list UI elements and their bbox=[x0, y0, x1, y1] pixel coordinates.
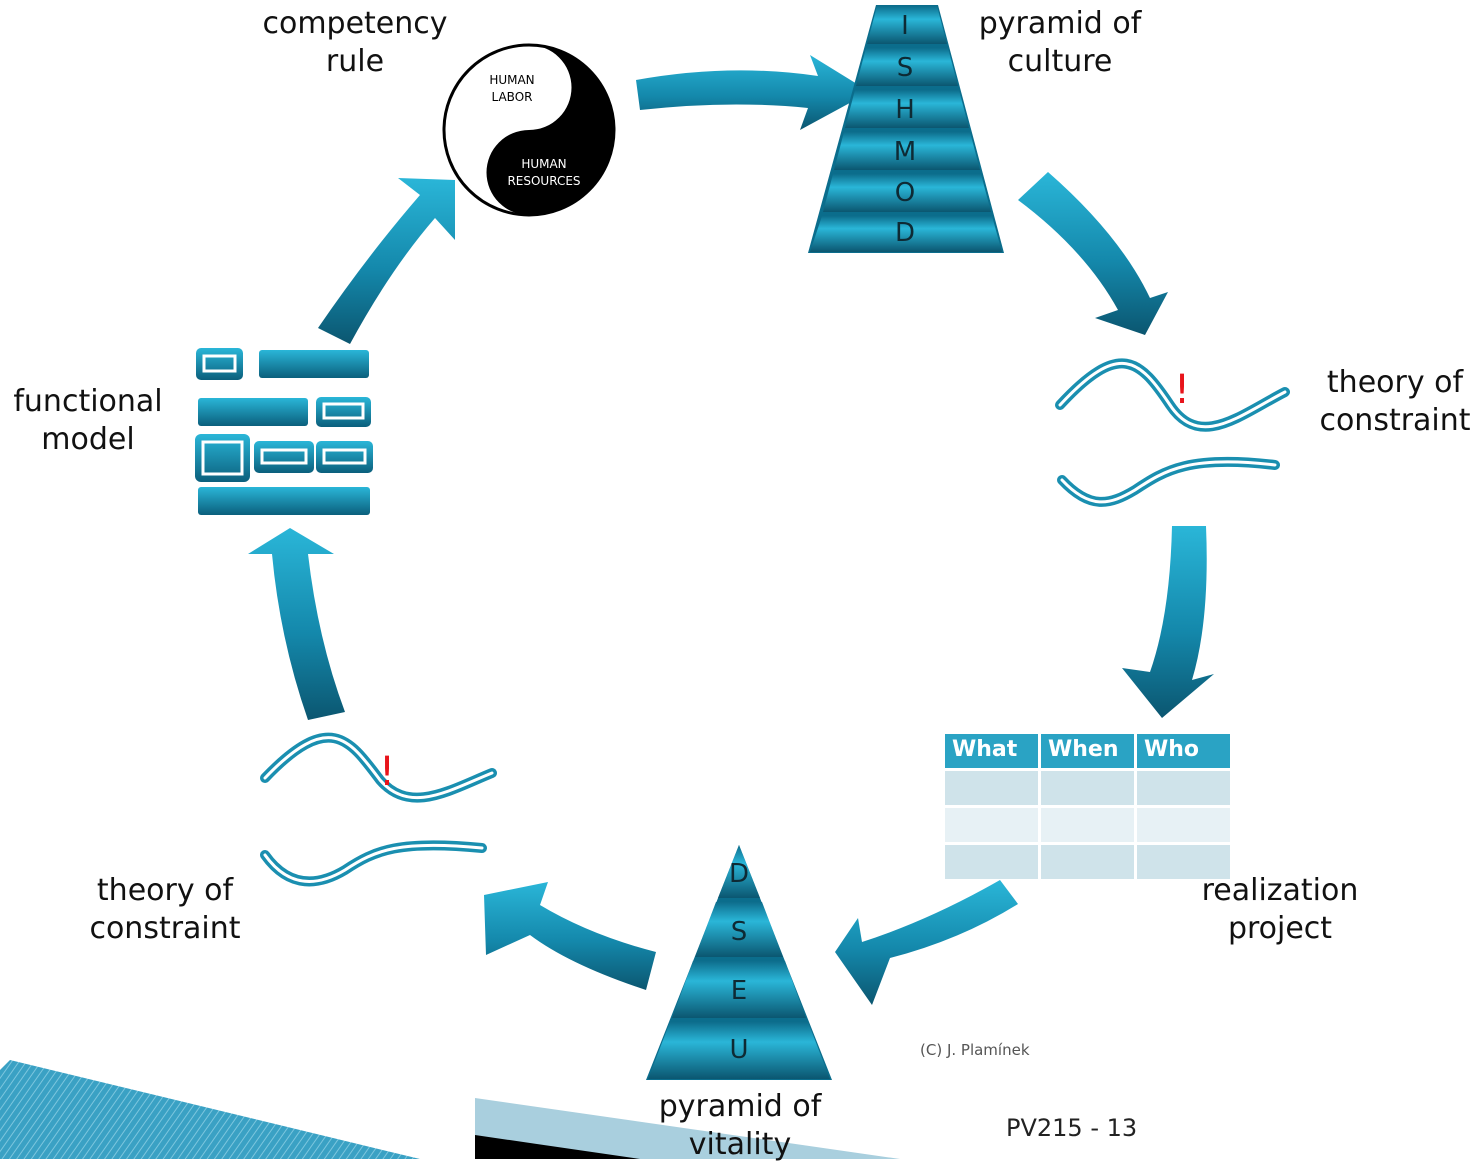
table-cell bbox=[1041, 845, 1134, 879]
table-cell bbox=[1041, 808, 1134, 842]
arrow-culture-to-constraint bbox=[1018, 172, 1168, 335]
yin-yang-top-line2: LABOR bbox=[492, 90, 533, 104]
table-cell bbox=[1137, 808, 1230, 842]
label-theory-of-constraint-left: theory of constraint bbox=[75, 872, 255, 948]
table-cell bbox=[1137, 845, 1230, 879]
label-realization-project: realization project bbox=[1180, 872, 1380, 948]
arrow-constraint-to-functional bbox=[248, 528, 345, 720]
label-pyramid-of-vitality-line1: pyramid of bbox=[658, 1089, 822, 1124]
constraint-waves-left bbox=[260, 732, 497, 887]
culture-letter-6: D bbox=[895, 218, 915, 248]
arrow-functional-to-competency bbox=[318, 178, 455, 344]
yin-yang-top-line1: HUMAN bbox=[489, 73, 534, 87]
yin-yang-bottom-line2: RESOURCES bbox=[507, 174, 580, 188]
label-competency-rule-line1: competency bbox=[262, 6, 448, 41]
table-cell bbox=[945, 771, 1038, 805]
label-competency-rule: competency rule bbox=[255, 5, 455, 81]
table-header-what: What bbox=[945, 734, 1038, 768]
label-theory-of-constraint-left-line2: constraint bbox=[89, 911, 241, 946]
label-pyramid-of-culture: pyramid of culture bbox=[955, 5, 1165, 81]
pyramid-of-culture: I S H M O D bbox=[808, 5, 1004, 253]
label-pyramid-of-culture-line1: pyramid of bbox=[978, 6, 1142, 41]
warning-mark-left: ! bbox=[379, 749, 396, 795]
label-pyramid-of-vitality: pyramid of vitality bbox=[630, 1088, 850, 1164]
culture-letter-5: O bbox=[895, 178, 915, 208]
functional-model-blocks bbox=[195, 348, 373, 515]
vitality-letter-2: S bbox=[731, 917, 748, 947]
slide-number: PV215 - 13 bbox=[1006, 1114, 1138, 1142]
warning-mark-right: ! bbox=[1174, 367, 1191, 413]
table-cell bbox=[1137, 771, 1230, 805]
table-cell bbox=[945, 808, 1038, 842]
arrow-constraint-to-project bbox=[1122, 526, 1214, 718]
table-header-who: Who bbox=[1137, 734, 1230, 768]
culture-letter-4: M bbox=[894, 137, 916, 167]
culture-letter-1: I bbox=[901, 11, 909, 41]
arrow-competency-to-culture bbox=[636, 55, 870, 130]
copyright-text: (C) J. Plamínek bbox=[920, 1041, 1030, 1059]
label-theory-of-constraint-right-line2: constraint bbox=[1319, 403, 1471, 438]
pyramid-of-vitality: D S E U bbox=[646, 845, 832, 1080]
vitality-letter-3: E bbox=[731, 976, 747, 1006]
label-pyramid-of-vitality-line2: vitality bbox=[688, 1127, 792, 1162]
culture-letter-2: S bbox=[897, 53, 914, 83]
culture-letter-3: H bbox=[895, 95, 915, 125]
label-theory-of-constraint-left-line1: theory of bbox=[96, 873, 234, 908]
vitality-letter-4: U bbox=[729, 1035, 748, 1065]
label-theory-of-constraint-right: theory of constraint bbox=[1308, 364, 1482, 440]
cycle-arrows bbox=[248, 55, 1214, 1005]
table-cell bbox=[945, 845, 1038, 879]
label-realization-project-line2: project bbox=[1227, 911, 1333, 946]
table-header-when: When bbox=[1041, 734, 1134, 768]
constraint-waves-right bbox=[1055, 358, 1290, 507]
table-cell bbox=[1041, 771, 1134, 805]
label-theory-of-constraint-right-line1: theory of bbox=[1326, 365, 1464, 400]
vitality-letter-1: D bbox=[729, 859, 749, 889]
arrow-project-to-vitality bbox=[835, 880, 1018, 1005]
label-functional-model: functional model bbox=[0, 383, 176, 459]
yin-yang-symbol: HUMAN LABOR HUMAN RESOURCES bbox=[442, 43, 616, 217]
label-competency-rule-line2: rule bbox=[325, 44, 385, 79]
slide-corner-decoration bbox=[0, 1060, 900, 1159]
label-pyramid-of-culture-line2: culture bbox=[1007, 44, 1113, 79]
label-functional-model-line1: functional bbox=[13, 384, 163, 419]
label-functional-model-line2: model bbox=[41, 422, 135, 457]
realization-table: What When Who bbox=[945, 734, 1230, 880]
yin-yang-bottom-line1: HUMAN bbox=[521, 157, 566, 171]
arrow-vitality-to-constraint bbox=[484, 882, 656, 990]
